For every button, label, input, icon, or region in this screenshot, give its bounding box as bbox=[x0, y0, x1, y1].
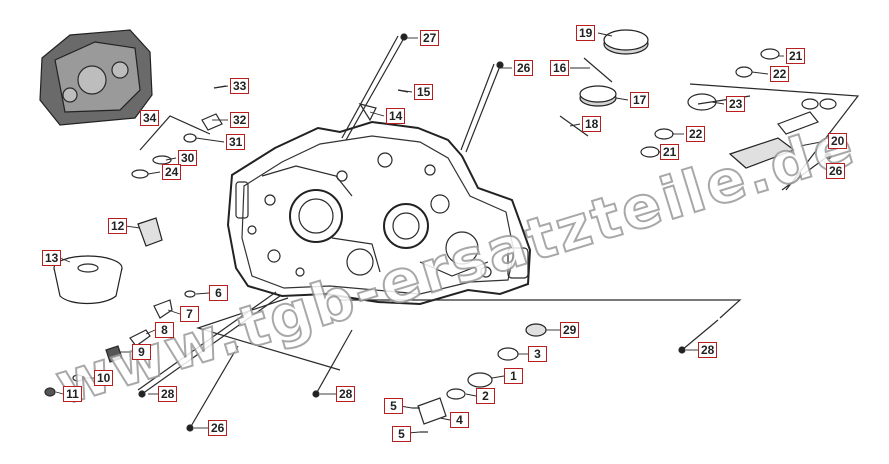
callout-11: 11 bbox=[63, 386, 82, 402]
callout-10: 10 bbox=[94, 370, 114, 386]
callout-13: 13 bbox=[42, 250, 62, 266]
crankcase-half bbox=[226, 120, 532, 306]
gears-and-shafts bbox=[559, 29, 860, 191]
callout-4: 4 bbox=[450, 412, 469, 428]
callout-2: 2 bbox=[476, 388, 495, 404]
callout-6: 6 bbox=[209, 285, 228, 301]
callout-8: 8 bbox=[155, 322, 174, 338]
callout-9: 9 bbox=[132, 344, 151, 360]
callout-28: 28 bbox=[698, 342, 718, 358]
callout-31: 31 bbox=[226, 134, 246, 150]
callout-24: 24 bbox=[162, 164, 182, 180]
callout-18: 18 bbox=[582, 116, 602, 132]
callout-16: 16 bbox=[550, 60, 570, 76]
callout-22: 22 bbox=[686, 126, 706, 142]
bottom-right-parts bbox=[196, 297, 742, 433]
callout-26: 26 bbox=[514, 60, 534, 76]
engine-thumbnail bbox=[39, 29, 153, 126]
callout-5: 5 bbox=[384, 398, 403, 414]
callout-26: 26 bbox=[826, 163, 846, 179]
callout-32: 32 bbox=[230, 112, 250, 128]
callout-14: 14 bbox=[386, 108, 406, 124]
callout-33: 33 bbox=[230, 78, 250, 94]
callout-21: 21 bbox=[786, 48, 806, 64]
callout-34: 34 bbox=[140, 110, 160, 126]
callout-21: 21 bbox=[660, 144, 680, 160]
callout-22: 22 bbox=[770, 66, 790, 82]
callout-17: 17 bbox=[630, 92, 650, 108]
callout-15: 15 bbox=[414, 84, 434, 100]
callout-5: 5 bbox=[392, 426, 411, 442]
callout-19: 19 bbox=[576, 25, 596, 41]
callout-30: 30 bbox=[178, 150, 198, 166]
callout-12: 12 bbox=[108, 218, 128, 234]
callout-7: 7 bbox=[180, 306, 199, 322]
callout-1: 1 bbox=[504, 368, 523, 384]
callout-27: 27 bbox=[420, 30, 440, 46]
callout-23: 23 bbox=[726, 96, 746, 112]
callout-20: 20 bbox=[828, 133, 848, 149]
callout-26: 26 bbox=[208, 420, 228, 436]
callout-3: 3 bbox=[528, 346, 547, 362]
callout-29: 29 bbox=[560, 322, 580, 338]
callout-28: 28 bbox=[336, 386, 356, 402]
callout-28: 28 bbox=[158, 386, 178, 402]
